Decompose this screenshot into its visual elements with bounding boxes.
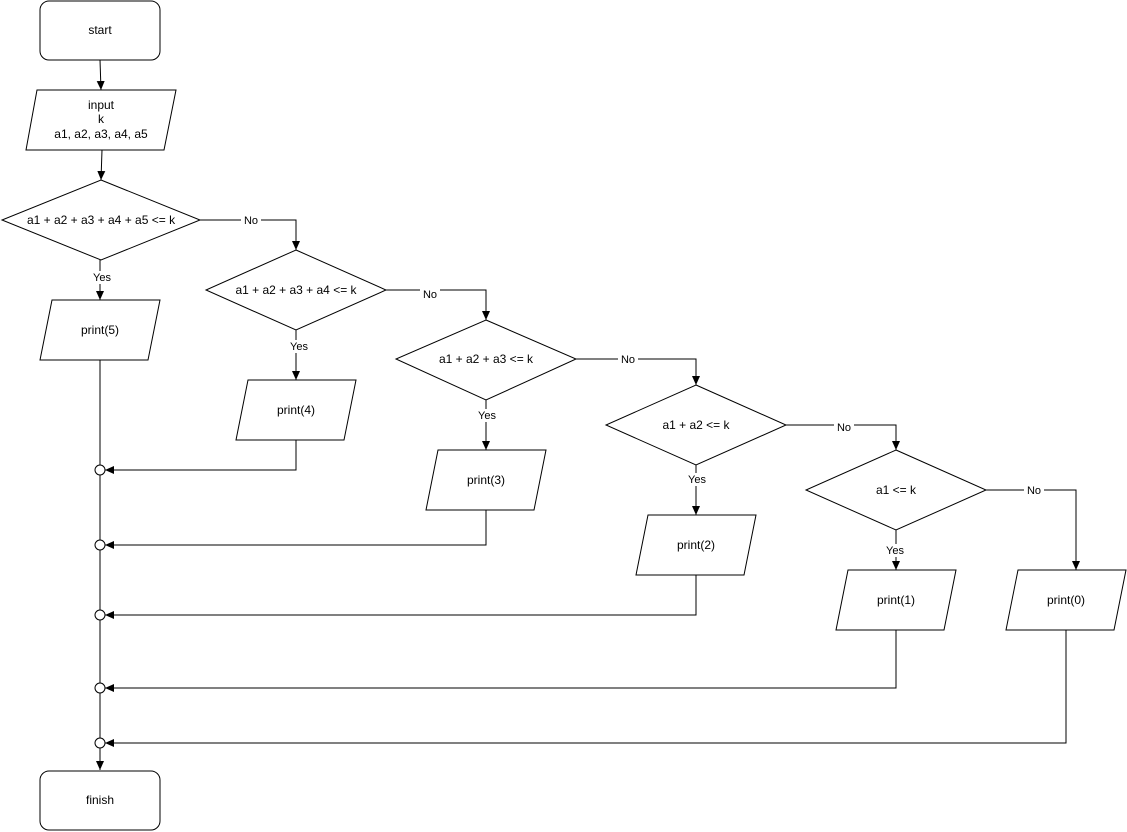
decision-5[interactable]: a1 <= k xyxy=(804,449,988,531)
edge-decision-3-no xyxy=(576,358,700,385)
yes-label-5: Yes xyxy=(886,545,904,557)
start-text: start xyxy=(88,23,112,37)
output-print-4-text: print(4) xyxy=(277,403,315,417)
no-label-5: No xyxy=(1027,485,1041,497)
edge-print-1-return xyxy=(105,630,897,692)
output-print-5-text: print(5) xyxy=(81,323,119,337)
decision-1[interactable]: a1 + a2 + a3 + a4 + a5 <= k xyxy=(0,179,202,261)
yes-label-4: Yes xyxy=(688,474,706,486)
yes-label-3: Yes xyxy=(478,410,496,422)
output-print-3-text: print(3) xyxy=(467,473,505,487)
decision-5-text: a1 <= k xyxy=(876,483,917,497)
no-label-4: No xyxy=(837,422,851,434)
output-print-2[interactable]: print(2) xyxy=(635,514,757,576)
junctions xyxy=(94,464,106,749)
edge-decision-4-no xyxy=(786,424,900,450)
decision-3[interactable]: a1 + a2 + a3 <= k xyxy=(394,319,578,401)
output-print-0-text: print(0) xyxy=(1047,593,1085,607)
edge-decision-1-no xyxy=(200,219,300,250)
edge-start-to-input xyxy=(96,59,105,91)
input-node[interactable]: input k a1, a2, a3, a4, a5 xyxy=(25,89,177,151)
junction-1 xyxy=(94,464,106,476)
yes-label-2: Yes xyxy=(290,341,308,353)
no-label-2: No xyxy=(423,289,437,301)
input-label-line-1: input xyxy=(88,98,115,112)
decision-2[interactable]: a1 + a2 + a3 + a4 <= k xyxy=(204,249,388,331)
output-print-2-text: print(2) xyxy=(677,538,715,552)
no-label-1: No xyxy=(244,215,258,227)
decision-4-text: a1 + a2 <= k xyxy=(662,418,730,432)
edge-print-0-return xyxy=(105,630,1067,747)
output-print-1-text: print(1) xyxy=(877,593,915,607)
edge-print-2-return xyxy=(105,575,697,619)
yes-label-1: Yes xyxy=(93,272,111,284)
edge-labels: Yes No Yes No Yes No Yes No Yes No xyxy=(88,214,1044,557)
decision-2-text: a1 + a2 + a3 + a4 <= k xyxy=(235,283,357,297)
edges xyxy=(96,59,1080,770)
decision-1-text: a1 + a2 + a3 + a4 + a5 <= k xyxy=(27,213,176,227)
edge-print-4-return xyxy=(105,440,297,474)
input-label-line-2: k xyxy=(98,112,105,126)
edge-decision-5-no xyxy=(986,489,1080,570)
output-print-5[interactable]: print(5) xyxy=(39,299,161,361)
junction-2 xyxy=(94,539,106,551)
decision-4[interactable]: a1 + a2 <= k xyxy=(604,384,788,466)
decision-3-text: a1 + a2 + a3 <= k xyxy=(439,352,534,366)
start-node[interactable]: start xyxy=(39,0,161,61)
junction-4 xyxy=(94,682,106,694)
no-label-3: No xyxy=(621,354,635,366)
input-label-line-3: a1, a2, a3, a4, a5 xyxy=(54,127,148,141)
output-print-3[interactable]: print(3) xyxy=(425,449,547,511)
finish-text: finish xyxy=(86,793,114,807)
edge-print-3-return xyxy=(105,510,487,549)
junction-3 xyxy=(94,609,106,621)
edge-decision-2-no xyxy=(386,289,490,320)
output-print-0[interactable]: print(0) xyxy=(1005,569,1127,631)
output-print-1[interactable]: print(1) xyxy=(835,569,957,631)
edge-input-to-decision-1 xyxy=(97,149,106,181)
junction-5 xyxy=(94,737,106,749)
output-print-4[interactable]: print(4) xyxy=(235,379,357,441)
finish-node[interactable]: finish xyxy=(39,770,161,831)
